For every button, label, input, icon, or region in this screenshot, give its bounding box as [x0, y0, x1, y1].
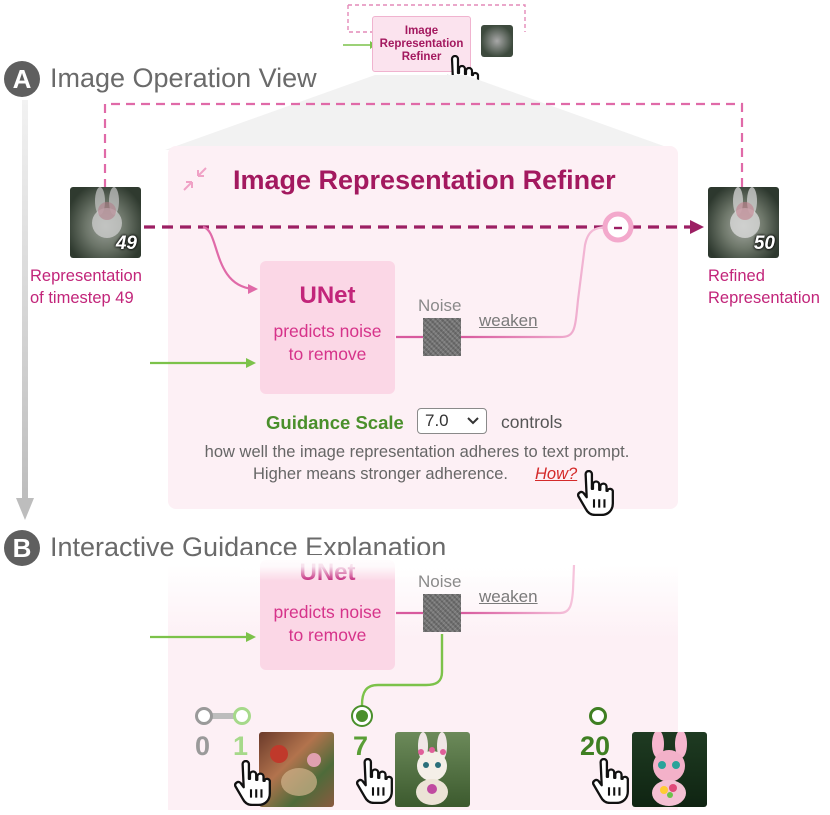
input-representation-caption: Representation of timestep 49 — [30, 267, 142, 307]
refiner-connectors — [103, 102, 744, 368]
explanation-noise-image — [423, 594, 461, 632]
hand-pointer-icon — [230, 759, 272, 807]
section-b-badge: B — [4, 530, 40, 566]
slider-tick-1[interactable] — [233, 707, 251, 725]
input-timestep-label: 49 — [115, 233, 137, 254]
collapse-arrows-icon[interactable] — [180, 164, 210, 194]
noise-image — [423, 318, 461, 356]
zoom-cone — [165, 75, 675, 150]
explanation-connectors — [150, 564, 576, 716]
chevron-down-icon — [467, 417, 479, 425]
section-a-title: Image Operation View — [50, 63, 317, 93]
result-image-scale-1[interactable] — [259, 732, 334, 807]
how-link[interactable]: How? — [535, 465, 578, 483]
explanation-weaken-link[interactable]: weaken — [479, 587, 538, 606]
hand-pointer-icon — [588, 757, 630, 805]
guidance-explanation-line1: how well the image representation adhere… — [204, 443, 630, 461]
output-timestep-label: 50 — [753, 233, 775, 254]
output-representation-image: 50 — [708, 187, 779, 258]
explanation-unet-description: predicts noise to remove — [273, 602, 382, 645]
slider-tick-0[interactable] — [195, 707, 213, 725]
result-image-scale-20[interactable] — [632, 732, 707, 807]
mini-refiner-label: Image Representation Refiner — [379, 25, 464, 63]
flow-down-arrow — [16, 100, 34, 520]
tick-label-7: 7 — [353, 731, 369, 761]
tick-label-1: 1 — [233, 731, 249, 761]
fade-overlay — [240, 555, 600, 581]
hand-pointer-icon — [573, 469, 615, 517]
tick-label-0: 0 — [195, 731, 211, 761]
guidance-explanation-line2: Higher means stronger adherence. — [253, 465, 508, 483]
guidance-scale-select[interactable]: 7.0 — [417, 408, 487, 434]
guidance-scale-label: Guidance Scale — [266, 412, 404, 433]
guidance-scale-value: 7.0 — [425, 411, 449, 430]
section-a-badge: A — [4, 61, 40, 97]
unet-title: UNet — [299, 282, 356, 309]
tick-label-20: 20 — [580, 731, 611, 761]
noise-label: Noise — [418, 296, 462, 315]
output-representation-caption: Refined Representation — [708, 267, 820, 307]
slider-knob-7[interactable] — [353, 707, 371, 725]
controls-text: controls — [501, 412, 563, 432]
mini-output-thumbnail — [481, 25, 513, 57]
weaken-link[interactable]: weaken — [479, 311, 538, 330]
result-image-scale-7[interactable] — [395, 732, 470, 807]
slider-tick-20[interactable] — [589, 707, 607, 725]
hand-pointer-icon — [352, 757, 394, 805]
input-representation-image: 49 — [70, 187, 141, 258]
unet-description: predicts noise to remove — [273, 321, 382, 364]
unet-box[interactable]: UNet predicts noise to remove — [260, 261, 395, 394]
explanation-noise-label: Noise — [418, 572, 462, 591]
refiner-title: Image Representation Refiner — [233, 165, 616, 195]
